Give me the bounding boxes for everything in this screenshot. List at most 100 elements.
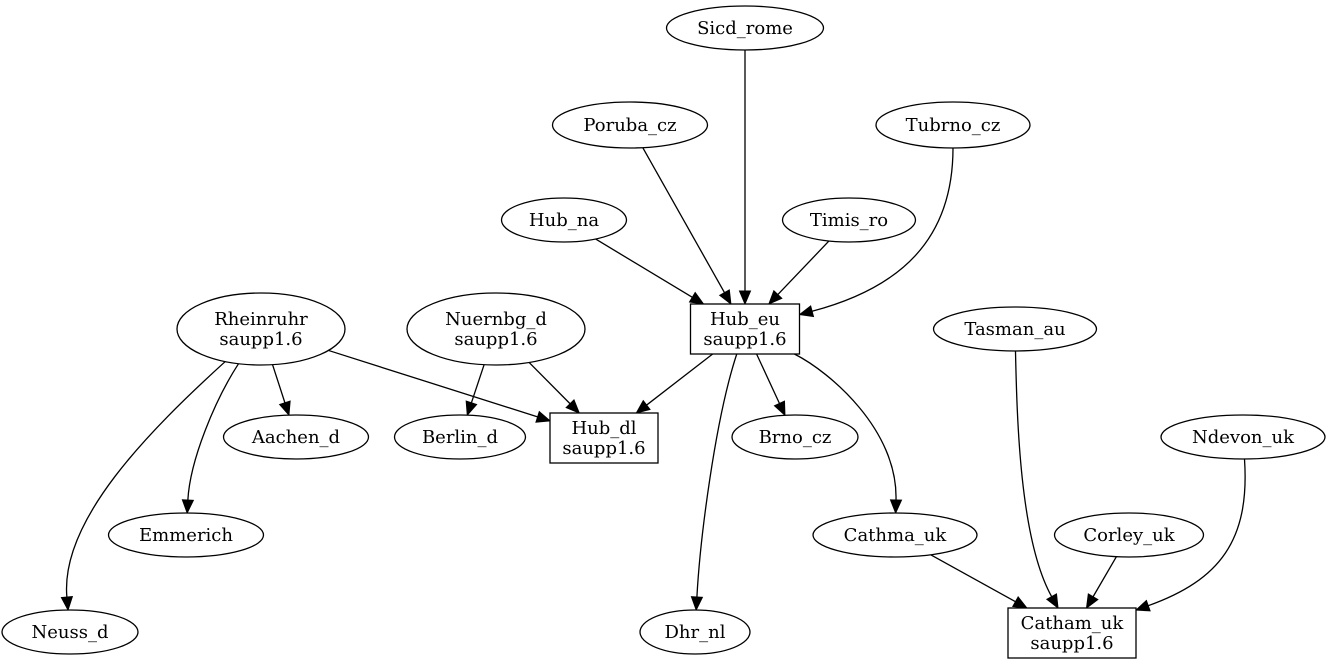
node-ellipse	[812, 512, 978, 558]
arrowhead-icon	[635, 399, 651, 414]
edge-hub-na-to-hub-eu	[595, 238, 705, 305]
node-label: Tubrno_cz	[906, 115, 1001, 136]
edge-tubrno-cz-to-hub-eu	[798, 147, 954, 318]
edge-hub-eu-to-hub-dl	[635, 353, 714, 414]
arrowhead-icon	[718, 289, 732, 306]
arrowhead-icon	[738, 290, 752, 306]
node-timis-ro[interactable]: Timis_ro	[781, 197, 917, 243]
node-ellipse	[393, 414, 527, 460]
arrowhead-icon	[1085, 593, 1099, 610]
edges-layer	[60, 50, 1246, 612]
node-ndevon-uk[interactable]: Ndevon_uk	[1160, 414, 1326, 460]
node-box	[689, 303, 801, 355]
edge-hub-eu-to-cathma-uk	[794, 353, 903, 515]
node-label: Corley_uk	[1083, 525, 1175, 546]
arrowhead-icon	[773, 400, 786, 417]
edge-line	[1092, 556, 1117, 598]
edge-corley-uk-to-catham-uk	[1085, 556, 1117, 610]
node-emmerich[interactable]: Emmerich	[107, 512, 265, 558]
node-label: Brno_cz	[759, 427, 832, 448]
node-ellipse	[1, 609, 139, 655]
node-box	[549, 412, 659, 464]
node-ellipse	[781, 197, 917, 243]
node-label: Dhr_nl	[665, 622, 726, 643]
node-label: Nuernbg_d	[445, 309, 547, 330]
node-label: saupp1.6	[562, 438, 645, 459]
edge-line	[1148, 458, 1246, 607]
node-ellipse	[932, 306, 1098, 352]
node-ellipse	[406, 292, 586, 366]
arrowhead-icon	[1045, 593, 1059, 610]
node-label: Emmerich	[139, 525, 233, 546]
node-ellipse	[1053, 512, 1205, 558]
arrowhead-icon	[60, 596, 74, 612]
node-label: Rheinruhr	[214, 309, 308, 330]
edge-tasman-au-to-catham-uk	[1014, 350, 1059, 610]
node-poruba-cz[interactable]: Poruba_cz	[551, 101, 709, 149]
node-cathma-uk[interactable]: Cathma_uk	[812, 512, 978, 558]
node-label: Tasman_au	[964, 319, 1065, 340]
node-neuss-d[interactable]: Neuss_d	[1, 609, 139, 655]
edge-line	[65, 361, 226, 598]
arrowhead-icon	[278, 400, 291, 417]
node-label: Hub_eu	[710, 309, 780, 330]
node-dhr-nl[interactable]: Dhr_nl	[639, 609, 751, 655]
node-sicd-rome[interactable]: Sicd_rome	[665, 5, 825, 51]
edge-ndevon-uk-to-catham-uk	[1134, 458, 1246, 612]
edge-line	[595, 238, 693, 298]
node-label: Catham_uk	[1021, 613, 1125, 634]
arrowhead-icon	[535, 410, 552, 423]
node-ellipse	[500, 197, 628, 243]
edge-line	[271, 364, 286, 403]
edge-rheinruhr-to-neuss-d	[60, 361, 226, 612]
edge-line	[646, 353, 714, 406]
node-ellipse	[551, 101, 709, 149]
node-label: Timis_ro	[810, 210, 888, 231]
node-berlin-d[interactable]: Berlin_d	[393, 414, 527, 460]
edge-line	[470, 364, 485, 404]
arrowhead-icon	[889, 499, 903, 515]
edge-line	[642, 147, 726, 293]
node-box	[1007, 607, 1137, 659]
arrowhead-icon	[565, 399, 581, 414]
node-ellipse	[107, 512, 265, 558]
edge-timis-ro-to-hub-eu	[767, 240, 830, 305]
edge-line	[187, 363, 240, 501]
node-label: Sicd_rome	[697, 18, 793, 39]
node-label: Cathma_uk	[844, 525, 948, 546]
edge-line	[777, 240, 830, 296]
edge-line	[755, 353, 781, 404]
node-label: saupp1.6	[703, 329, 786, 350]
node-tasman-au[interactable]: Tasman_au	[932, 306, 1098, 352]
node-ellipse	[639, 609, 751, 655]
edge-rheinruhr-to-aachen-d	[271, 364, 291, 417]
node-label: Hub_dl	[571, 418, 636, 439]
arrowhead-icon	[1134, 599, 1151, 612]
node-tubrno-cz[interactable]: Tubrno_cz	[875, 101, 1031, 149]
node-hub-na[interactable]: Hub_na	[500, 197, 628, 243]
edge-line	[811, 147, 954, 312]
edge-line	[1014, 350, 1053, 597]
edge-sicd-rome-to-hub-eu	[738, 50, 752, 306]
node-aachen-d[interactable]: Aachen_d	[222, 414, 370, 460]
node-label: Berlin_d	[422, 427, 498, 448]
node-ellipse	[665, 5, 825, 51]
edge-line	[328, 349, 538, 418]
arrowhead-icon	[181, 499, 195, 515]
node-brno-cz[interactable]: Brno_cz	[731, 414, 859, 460]
node-label: Hub_na	[529, 210, 599, 231]
node-ellipse	[731, 414, 859, 460]
node-corley-uk[interactable]: Corley_uk	[1053, 512, 1205, 558]
node-label: saupp1.6	[1030, 633, 1113, 654]
arrowhead-icon	[465, 400, 478, 417]
edge-rheinruhr-to-hub-dl	[328, 349, 552, 423]
node-label: Poruba_cz	[583, 115, 676, 136]
edge-nuernbg-d-to-berlin-d	[465, 364, 485, 417]
node-label: saupp1.6	[219, 329, 302, 350]
